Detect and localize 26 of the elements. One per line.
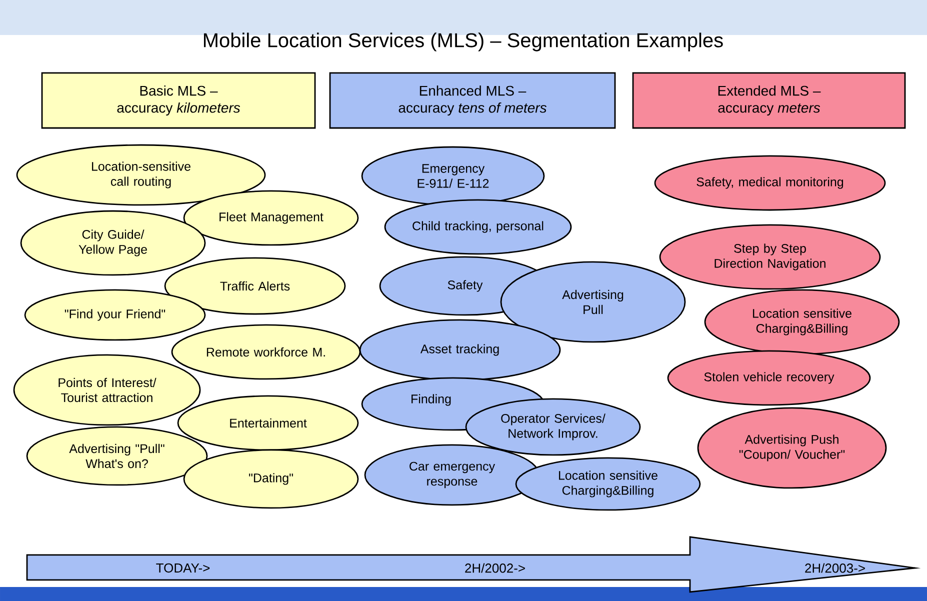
service-oval: "Dating"	[183, 449, 359, 509]
service-oval: Traffic Alerts	[164, 257, 346, 315]
service-oval: Entertainment	[177, 395, 359, 451]
service-oval: Location-sensitive call routing	[16, 144, 266, 206]
service-oval: Safety, medical monitoring	[654, 155, 886, 211]
service-oval: Operator Services/ Network Improv.	[465, 398, 641, 456]
service-oval: Advertising Pull	[500, 261, 686, 343]
service-oval: Step by Step Direction Navigation	[659, 224, 881, 290]
title: Mobile Location Services (MLS) – Segmentation Examples	[204, 32, 723, 52]
service-oval: Child tracking, personal	[384, 199, 572, 255]
service-oval: Advertising "Pull" What's on?	[26, 426, 208, 486]
service-oval: Location sensitive Charging&Billing	[704, 289, 900, 355]
segment-box: Extended MLS – accuracy meters	[632, 72, 906, 129]
service-oval: City Guide/ Yellow Page	[20, 210, 206, 276]
service-oval: Advertising Push "Coupon/ Voucher"	[697, 407, 887, 489]
service-oval: Stolen vehicle recovery	[667, 350, 871, 406]
service-oval: Asset tracking	[359, 319, 561, 381]
service-oval: Emergency E-911/ E-112	[361, 146, 545, 206]
service-oval: Fleet Management	[183, 190, 359, 246]
service-oval: Remote workforce M.	[171, 324, 361, 380]
service-oval: "Find your Friend"	[24, 289, 206, 341]
segment-box: Enhanced MLS – accuracy tens of meters	[329, 72, 616, 129]
service-oval: Car emergency response	[364, 444, 540, 506]
segment-box: Basic MLS – accuracy kilometers	[41, 72, 316, 129]
service-oval: Points of Interest/ Tourist attraction	[13, 354, 201, 426]
service-oval: Location sensitive Charging&Billing	[515, 457, 701, 511]
